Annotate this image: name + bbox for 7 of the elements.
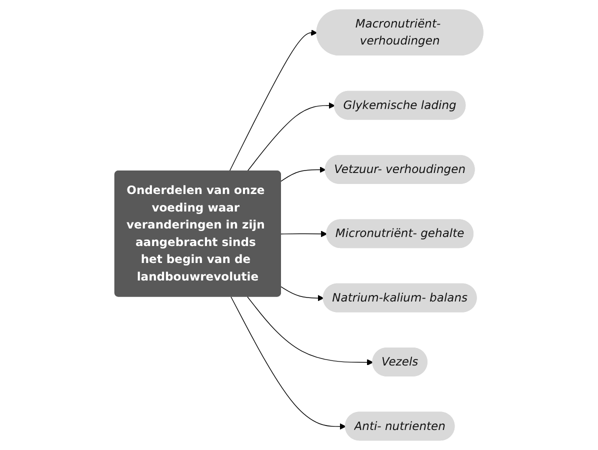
arrow bbox=[247, 296, 374, 366]
arrow bbox=[247, 102, 336, 172]
arrow bbox=[280, 286, 324, 302]
arrow bbox=[229, 30, 318, 172]
arrow bbox=[230, 296, 346, 430]
arrow bbox=[280, 166, 326, 182]
arrow bbox=[280, 230, 328, 238]
